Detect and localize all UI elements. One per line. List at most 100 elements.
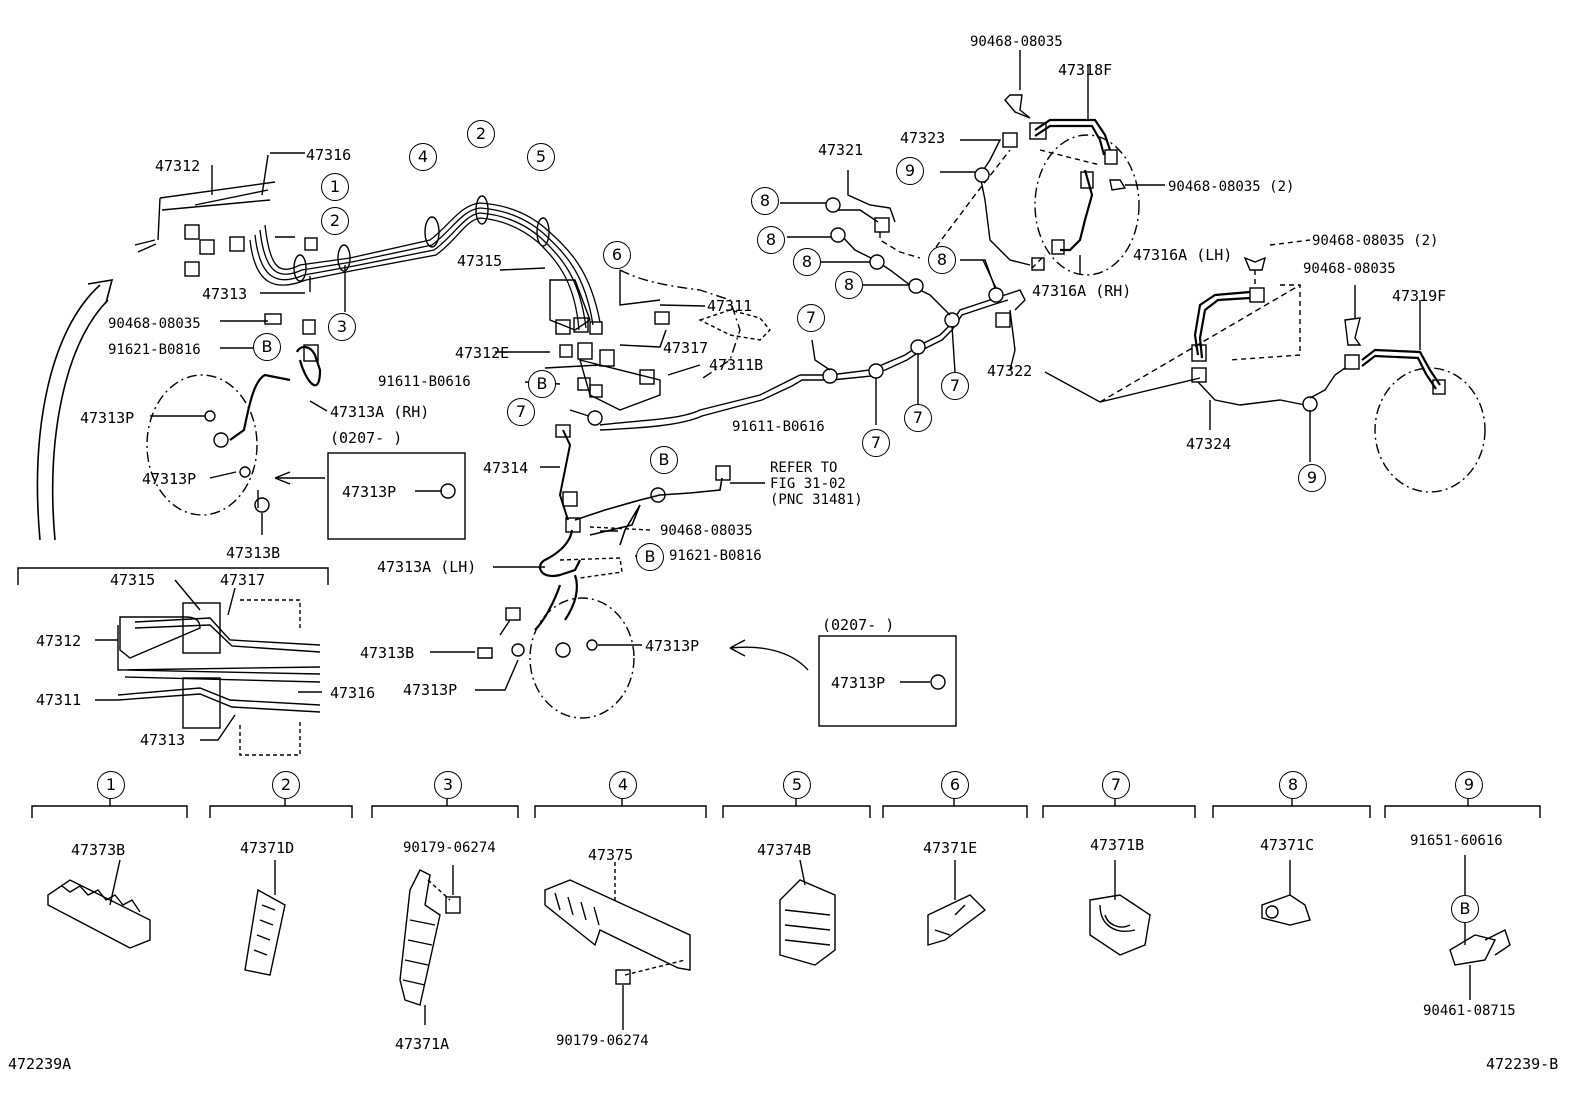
legend-num-3: 3 xyxy=(434,771,462,799)
callout-2-a: 2 xyxy=(321,207,349,235)
clamp-47371D-shape xyxy=(244,860,286,976)
callout-B-3: B xyxy=(650,446,678,474)
inset-label-47316: 47316 xyxy=(330,684,376,702)
refer-note-line1: REFER TO xyxy=(770,460,838,476)
callout-2-b: 2 xyxy=(467,120,495,148)
part-label-47324: 47324 xyxy=(1186,435,1232,453)
legend-num-2: 2 xyxy=(272,771,300,799)
clamp-47371C-shape xyxy=(1261,860,1311,926)
callout-8-e: 8 xyxy=(928,246,956,274)
legend-num-1: 1 xyxy=(97,771,125,799)
callout-1: 1 xyxy=(321,173,349,201)
legend-part-47371A: 47371A xyxy=(395,1035,450,1053)
part-label-91611-b0616-b: 91611-B0616 xyxy=(732,419,825,435)
legend-part-47374B: 47374B xyxy=(757,841,812,859)
callout-7-e: 7 xyxy=(941,372,969,400)
lh-box-part: 47313P xyxy=(831,674,886,692)
legend-part-47373B: 47373B xyxy=(71,841,126,859)
callout-4: 4 xyxy=(409,143,437,171)
callout-3: 3 xyxy=(328,313,356,341)
part-label-90468-08035-2b: 90468-08035 (2) xyxy=(1312,233,1439,249)
diagram-id-left: 472239A xyxy=(8,1055,72,1073)
callout-7-d: 7 xyxy=(904,404,932,432)
part-label-47312: 47312 xyxy=(155,157,201,175)
clamp-47371A-shape xyxy=(399,865,461,1025)
refer-note-line2: FIG 31-02 xyxy=(770,476,846,492)
part-label-47313P-a: 47313P xyxy=(80,409,135,427)
rh-box-part: 47313P xyxy=(342,483,397,501)
part-label-90468-08035-2a: 90468-08035 (2) xyxy=(1168,179,1295,195)
legend-callout-B: B xyxy=(1451,895,1479,923)
part-label-47317: 47317 xyxy=(663,339,709,357)
rh-box-range: (0207- ) xyxy=(330,429,403,447)
part-label-90468-08035-b: 90468-08035 xyxy=(660,523,753,539)
part-label-47313P-d: 47313P xyxy=(403,681,458,699)
callout-9-a: 9 xyxy=(896,157,924,185)
part-label-91621-b0816-a: 91621-B0816 xyxy=(108,342,201,358)
part-label-47316: 47316 xyxy=(306,146,352,164)
part-label-47318F: 47318F xyxy=(1058,61,1113,79)
legend-num-7: 7 xyxy=(1102,771,1130,799)
legend-num-8: 8 xyxy=(1279,771,1307,799)
part-label-47319F: 47319F xyxy=(1392,287,1447,305)
legend-part-91651-60616: 91651-60616 xyxy=(1410,833,1503,849)
callout-8-d: 8 xyxy=(835,271,863,299)
callout-7-b: 7 xyxy=(797,304,825,332)
part-label-90468-08035-top: 90468-08035 xyxy=(970,34,1063,50)
clamp-47371B-shape xyxy=(1089,860,1151,956)
legend-part-90179-06274-a: 90179-06274 xyxy=(403,840,496,856)
callout-8-c: 8 xyxy=(793,248,821,276)
part-label-47321: 47321 xyxy=(818,141,864,159)
legend-num-9: 9 xyxy=(1455,771,1483,799)
legend-num-5: 5 xyxy=(783,771,811,799)
part-label-47323: 47323 xyxy=(900,129,946,147)
bracket-90461-shape xyxy=(1449,855,1511,1000)
part-label-47313P-b: 47313P xyxy=(142,470,197,488)
callout-9-b: 9 xyxy=(1298,464,1326,492)
callout-B-4: B xyxy=(636,543,664,571)
clamp-47371E-shape xyxy=(927,860,987,946)
callout-B-2: B xyxy=(528,370,556,398)
clamp-47375-shape xyxy=(544,862,691,1030)
part-label-47313P-c: 47313P xyxy=(645,637,700,655)
part-label-47313B-b: 47313B xyxy=(360,644,415,662)
diagram-id-right: 472239-B xyxy=(1486,1055,1559,1073)
part-label-91611-b0616-a: 91611-B0616 xyxy=(378,374,471,390)
part-label-47313A-rh: 47313A (RH) xyxy=(330,403,430,421)
legend-part-47371D: 47371D xyxy=(240,839,295,857)
part-label-47313B-a: 47313B xyxy=(226,544,281,562)
part-label-47315: 47315 xyxy=(457,252,503,270)
inset-label-47315: 47315 xyxy=(110,571,156,589)
part-label-90468-08035-c: 90468-08035 xyxy=(1303,261,1396,277)
clamp-47374B-shape xyxy=(779,859,836,966)
part-label-90468-08035-a: 90468-08035 xyxy=(108,316,201,332)
inset-label-47313: 47313 xyxy=(140,731,186,749)
legend-num-6: 6 xyxy=(941,771,969,799)
part-label-47313A-lh: 47313A (LH) xyxy=(377,558,477,576)
legend-part-90179-06274-b: 90179-06274 xyxy=(556,1033,649,1049)
part-label-47316A-rh: 47316A (RH) xyxy=(1032,282,1132,300)
callout-8-a: 8 xyxy=(751,187,779,215)
inset-label-47312: 47312 xyxy=(36,632,82,650)
inset-label-47311: 47311 xyxy=(36,691,82,709)
callout-8-b: 8 xyxy=(757,226,785,254)
part-label-47316A-lh: 47316A (LH) xyxy=(1133,246,1233,264)
legend-part-47371C: 47371C xyxy=(1260,836,1315,854)
callout-7-c: 7 xyxy=(862,429,890,457)
legend-num-4: 4 xyxy=(609,771,637,799)
legend-part-47371E: 47371E xyxy=(923,839,978,857)
clamp-47373B-shape xyxy=(47,859,151,949)
part-label-47312E: 47312E xyxy=(455,344,510,362)
part-label-91621-b0816-b: 91621-B0816 xyxy=(669,548,762,564)
callout-5: 5 xyxy=(527,143,555,171)
part-label-47314: 47314 xyxy=(483,459,529,477)
callout-7-a: 7 xyxy=(507,398,535,426)
part-label-47313: 47313 xyxy=(202,285,248,303)
part-label-47311B: 47311B xyxy=(709,356,764,374)
refer-note-line3: (PNC 31481) xyxy=(770,492,863,508)
callout-6: 6 xyxy=(603,241,631,269)
callout-B-1: B xyxy=(253,333,281,361)
lh-box-range: (0207- ) xyxy=(822,616,895,634)
